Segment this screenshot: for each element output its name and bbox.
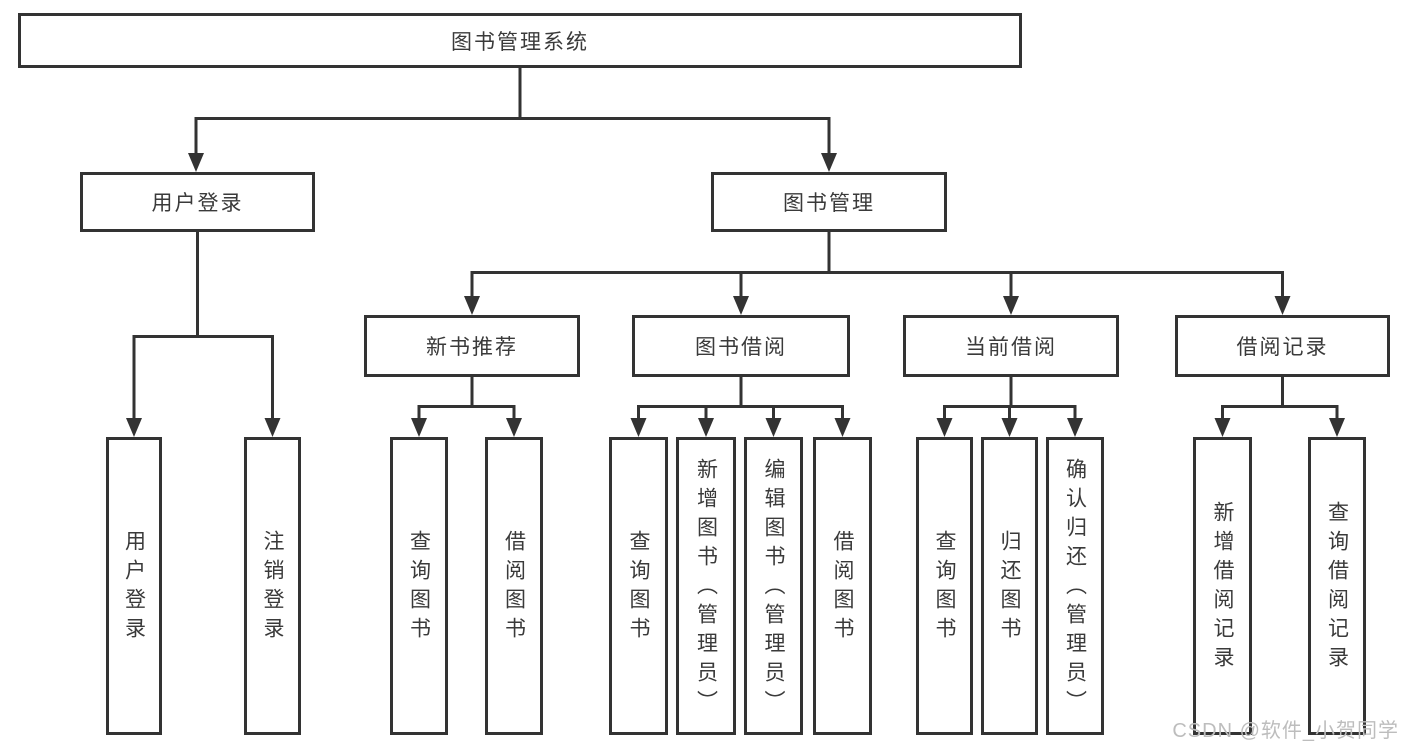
node-book-management: 图书管理 bbox=[711, 172, 947, 232]
leaf-borrow-book: 借阅图书 bbox=[813, 437, 872, 735]
node-root: 图书管理系统 bbox=[18, 13, 1022, 68]
leaf-user-login: 用户登录 bbox=[106, 437, 162, 735]
leaf-query-borrow-record-label: 查询借阅记录 bbox=[1325, 501, 1349, 675]
leaf-add-borrow-record-label: 新增借阅记录 bbox=[1211, 501, 1234, 675]
leaf-return-book: 归还图书 bbox=[981, 437, 1038, 735]
leaf-recommend-query-books-label: 查询图书 bbox=[407, 530, 431, 646]
leaf-current-query-books: 查询图书 bbox=[916, 437, 973, 735]
leaf-add-book-admin-label: 新增图书（管理员） bbox=[694, 457, 718, 719]
node-current-borrow: 当前借阅 bbox=[903, 315, 1119, 377]
leaf-add-book-admin: 新增图书（管理员） bbox=[676, 437, 736, 735]
node-new-book-recommend: 新书推荐 bbox=[364, 315, 580, 377]
csdn-watermark: CSDN @软件_小贺同学 bbox=[1172, 720, 1399, 742]
leaf-borrow-book-label: 借阅图书 bbox=[831, 530, 854, 646]
leaf-return-book-label: 归还图书 bbox=[998, 530, 1021, 646]
leaf-query-borrow-record: 查询借阅记录 bbox=[1308, 437, 1366, 735]
node-user-login: 用户登录 bbox=[80, 172, 315, 232]
leaf-edit-book-admin-label: 编辑图书（管理员） bbox=[762, 457, 785, 719]
node-borrow-records-label: 借阅记录 bbox=[1236, 336, 1329, 359]
leaf-add-borrow-record: 新增借阅记录 bbox=[1193, 437, 1252, 735]
leaf-confirm-return-admin-label: 确认归还（管理员） bbox=[1063, 457, 1087, 719]
leaf-logout-label: 注销登录 bbox=[261, 530, 284, 646]
leaf-current-query-books-label: 查询图书 bbox=[933, 530, 956, 646]
leaf-recommend-borrow-books-label: 借阅图书 bbox=[502, 530, 526, 646]
leaf-borrow-query-books-label: 查询图书 bbox=[627, 530, 650, 646]
node-new-book-recommend-label: 新书推荐 bbox=[426, 336, 518, 359]
leaf-user-login-label: 用户登录 bbox=[122, 530, 146, 646]
leaf-logout: 注销登录 bbox=[244, 437, 301, 735]
node-borrow-records: 借阅记录 bbox=[1175, 315, 1390, 377]
node-user-login-label: 用户登录 bbox=[151, 192, 244, 215]
node-root-label: 图书管理系统 bbox=[451, 30, 589, 54]
leaf-recommend-query-books: 查询图书 bbox=[390, 437, 448, 735]
node-book-borrow-label: 图书借阅 bbox=[695, 336, 787, 359]
leaf-edit-book-admin: 编辑图书（管理员） bbox=[744, 437, 803, 735]
leaf-confirm-return-admin: 确认归还（管理员） bbox=[1046, 437, 1104, 735]
node-book-management-label: 图书管理 bbox=[783, 192, 875, 215]
node-current-borrow-label: 当前借阅 bbox=[965, 336, 1057, 359]
node-book-borrow: 图书借阅 bbox=[632, 315, 850, 377]
leaf-borrow-query-books: 查询图书 bbox=[609, 437, 668, 735]
leaf-recommend-borrow-books: 借阅图书 bbox=[485, 437, 543, 735]
